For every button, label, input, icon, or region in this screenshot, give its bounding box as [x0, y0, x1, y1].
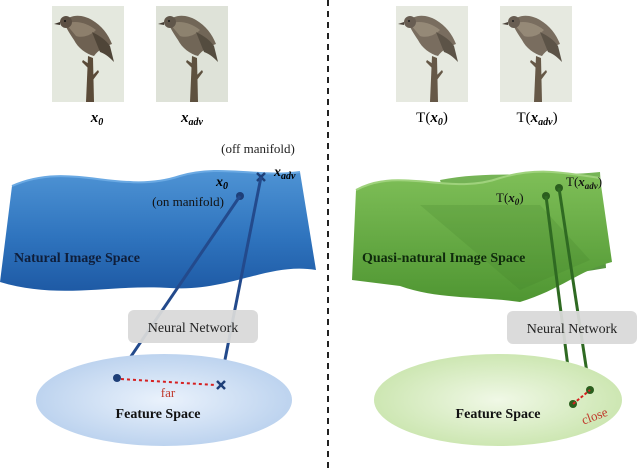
tx0-point-label: T(x0) — [496, 190, 524, 207]
x0-arrow — [117, 195, 242, 377]
left-feature-space — [36, 354, 292, 446]
on-manifold-label: (on manifold) — [152, 194, 224, 209]
left-label-x0: x0 — [90, 110, 104, 128]
txadv-point-label: T(xadv) — [566, 174, 602, 191]
right-image-tx0 — [396, 6, 468, 102]
left-neural-network-box — [128, 310, 258, 343]
natural-image-manifold — [0, 170, 316, 291]
left-feature-space-label: Feature Space — [116, 407, 201, 422]
txadv-arrow — [557, 187, 595, 389]
right-image-txadv — [500, 6, 572, 102]
left-image-xadv — [156, 6, 228, 102]
right-label-tx0: T(x0) — [416, 110, 448, 128]
natural-image-space-label: Natural Image Space — [14, 251, 140, 266]
left-label-xadv: xadv — [180, 110, 204, 128]
right-feature-space-label: Feature Space — [456, 407, 541, 422]
far-label: far — [161, 385, 176, 400]
x0-point-label: x0 — [215, 175, 228, 192]
left-image-x0 — [52, 6, 124, 102]
left-feature-xadv-cross-icon — [216, 380, 226, 390]
quasi-natural-space-label: Quasi-natural Image Space — [362, 251, 525, 266]
right-neural-network-label: Neural Network — [527, 322, 618, 337]
left-neural-network-label: Neural Network — [148, 321, 239, 336]
close-distance-line — [572, 389, 591, 405]
far-distance-line — [120, 378, 216, 386]
xadv-point-label: xadv — [273, 165, 296, 182]
right-feature-space — [374, 354, 622, 446]
right-label-txadv: T(xadv) — [516, 110, 557, 128]
left-feature-x0 — [113, 374, 121, 382]
right-panel: T(x0) T(xadv) Quasi-natural Image Space … — [352, 6, 637, 446]
left-panel: x0 xadv Natural Image Space (off manifol… — [0, 6, 316, 446]
off-manifold-label: (off manifold) — [221, 141, 295, 156]
right-neural-network-box — [507, 311, 637, 344]
xadv-arrow — [215, 176, 263, 383]
